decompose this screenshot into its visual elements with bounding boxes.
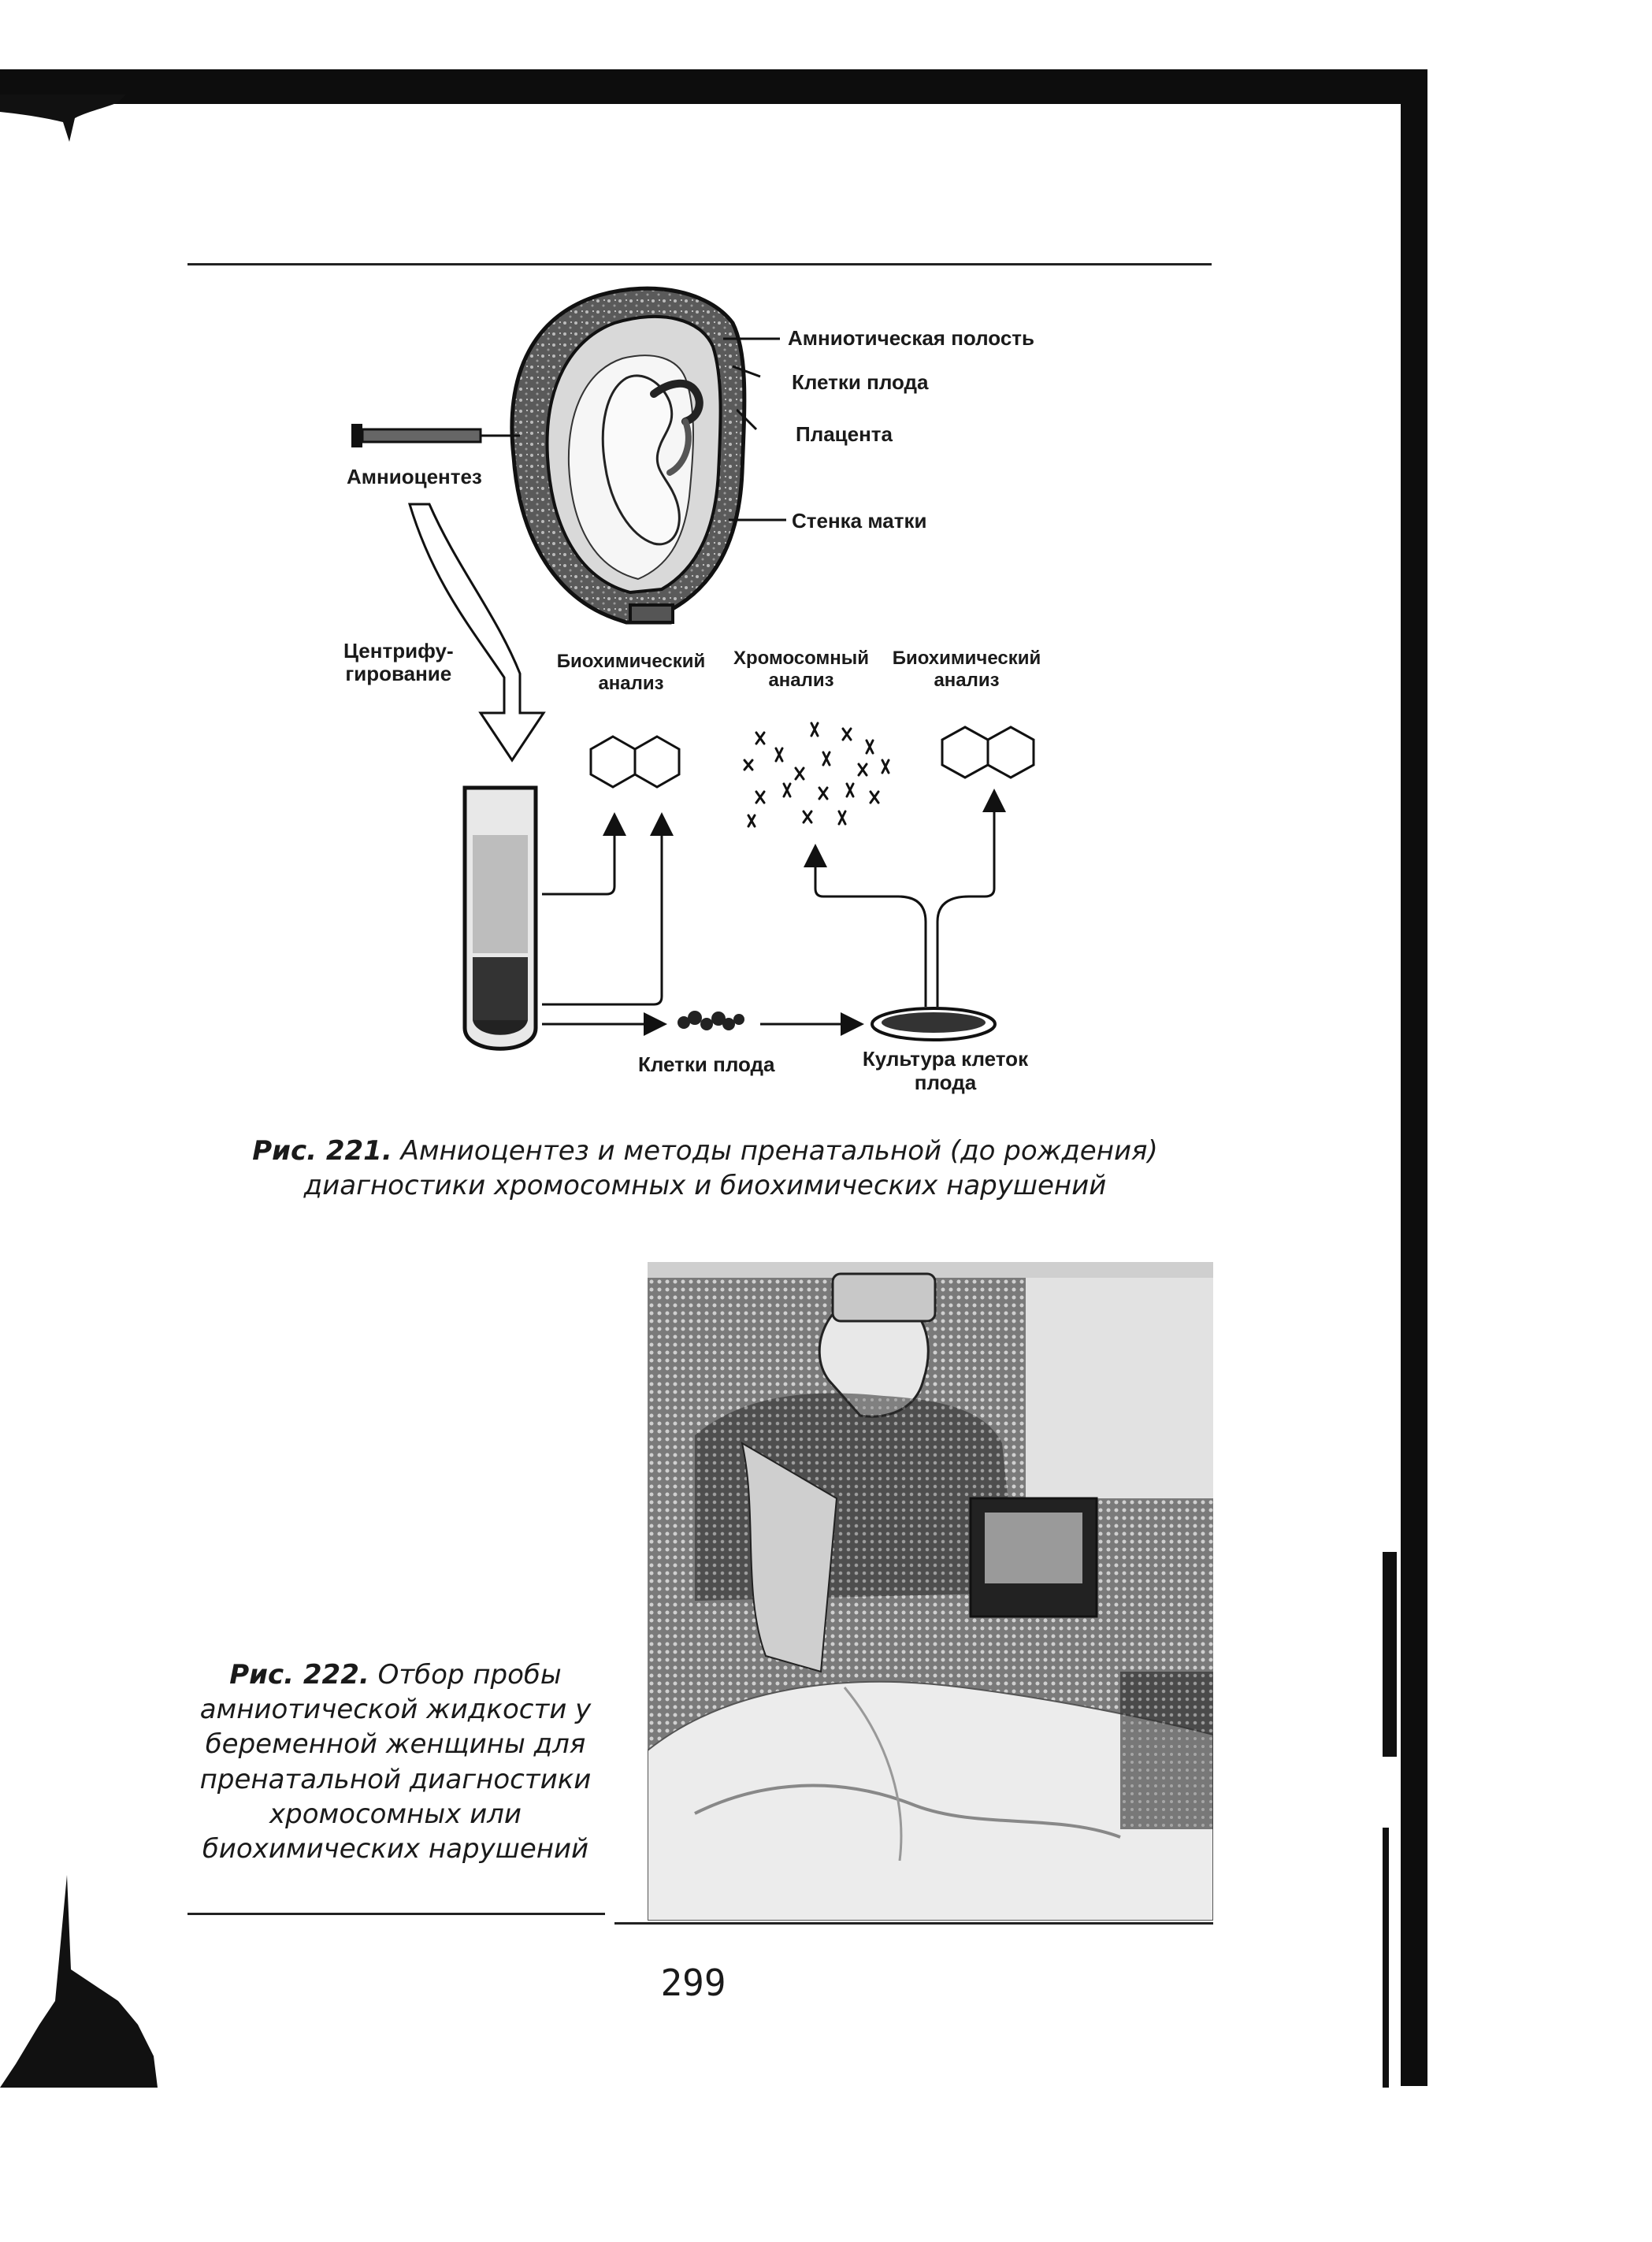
biochemical-molecule-icon — [589, 735, 681, 789]
arrow-to-biochem-right — [936, 789, 1006, 922]
scan-artifact-right-edge — [1383, 1552, 1397, 1757]
biochemical-molecule-icon — [941, 726, 1035, 779]
figure-221-caption-text: Амниоцентез и методы пренатальной (до ро… — [303, 1135, 1158, 1201]
arrow-to-chromosomes — [804, 844, 927, 922]
scan-artifact-top-left — [0, 95, 126, 142]
figure-221-caption: Рис. 221. Амниоцентез и методы пренаталь… — [236, 1134, 1174, 1203]
label-chromosomal: Хромосомный анализ — [733, 648, 869, 691]
centrifuge-arrow — [407, 503, 546, 763]
label-biochem-left: Биохимический анализ — [556, 651, 706, 694]
amniocentesis-diagram — [351, 286, 1035, 1051]
fetal-cells-icon — [678, 1011, 744, 1030]
syringe-icon — [351, 424, 520, 447]
label-cell-culture: Культура клеток плода — [862, 1047, 1029, 1094]
label-fetal-cells-bottom: Клетки плода — [638, 1052, 775, 1076]
label-centrifugation: Центрифу- гирование — [343, 639, 454, 685]
scan-border-right — [1401, 69, 1427, 2086]
figure-221-number: Рис. 221. — [252, 1135, 392, 1167]
bottom-rule-left — [187, 1913, 605, 1915]
chromosomes-icon — [743, 722, 890, 828]
scan-artifact-right-edge — [1383, 1828, 1389, 2088]
label-biochem-right: Биохимический анализ — [892, 648, 1041, 691]
figure-222-caption-text: Отбор пробы амниотической жидкости у бер… — [199, 1659, 592, 1865]
label-amniotic-cavity: Амниотическая полость — [788, 326, 1035, 350]
test-tube-icon — [462, 785, 538, 1051]
bottom-rule-right — [614, 1922, 1213, 1925]
figure-222-number: Рис. 222. — [229, 1659, 369, 1691]
arrow-supernatant — [542, 812, 626, 896]
scan-artifact-bottom-left — [0, 1875, 158, 2088]
label-placenta: Плацента — [796, 422, 893, 446]
page-number: 299 — [660, 1962, 726, 2004]
arrow-cells-up — [542, 812, 674, 1006]
label-amniocentesis: Амниоцентез — [347, 465, 482, 488]
label-fetal-cells-top: Клетки плода — [792, 370, 929, 394]
amniocentesis-photo — [648, 1262, 1213, 1921]
top-rule — [187, 263, 1212, 265]
uterus-illustration — [510, 286, 747, 625]
scan-border-top — [0, 69, 1424, 104]
culture-dish-icon — [871, 1007, 997, 1041]
figure-222-caption: Рис. 222. Отбор пробы амниотической жидк… — [183, 1657, 608, 1866]
label-uterine-wall: Стенка матки — [792, 509, 927, 533]
